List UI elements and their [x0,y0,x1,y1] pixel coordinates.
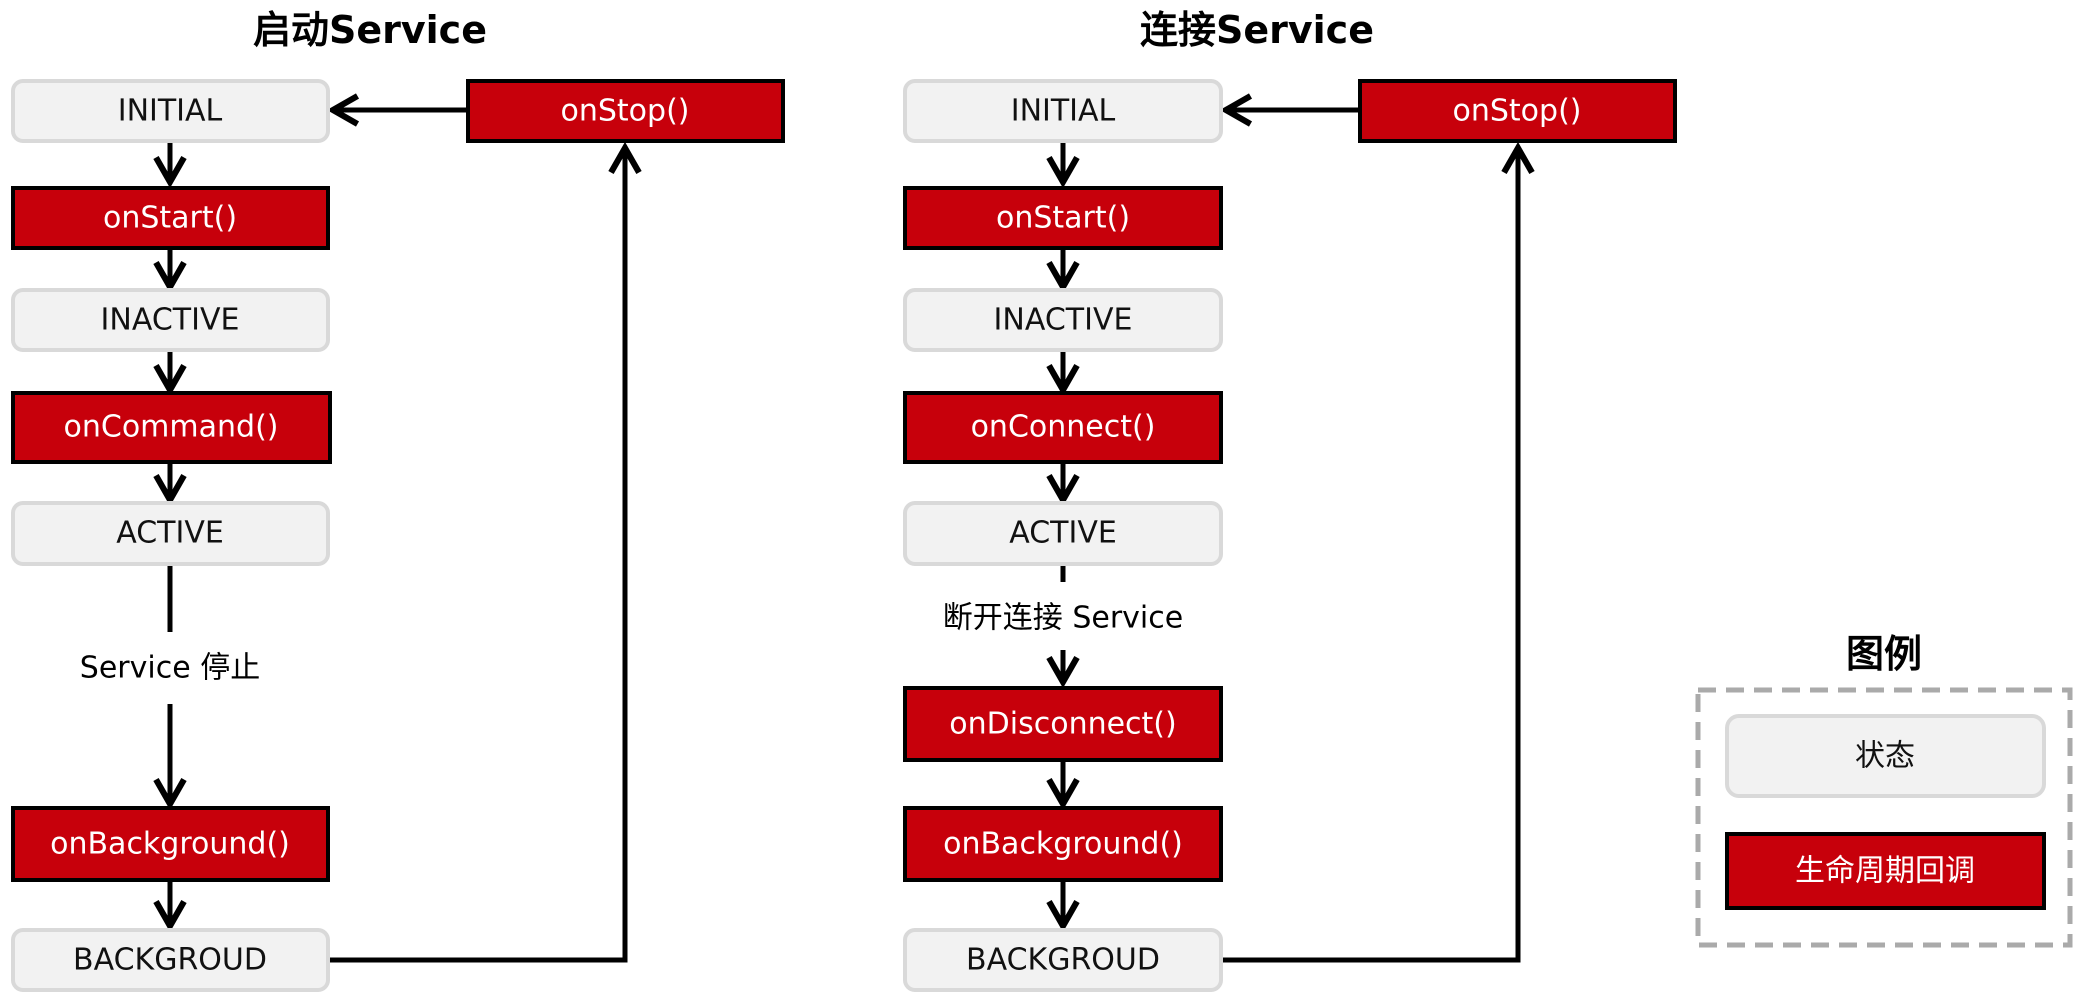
arrow-background-to-onstop [1220,141,1535,963]
callback-oncommand: onCommand() [11,391,332,464]
svg-text:INACTIVE: INACTIVE [994,303,1133,338]
legend-title: 图例 [1846,632,1922,676]
state-initial: INITIAL [903,79,1223,143]
svg-text:onCommand(): onCommand() [64,410,279,445]
legend: 图例 状态 生命周期回调 [1695,632,2073,948]
svg-text:生命周期回调: 生命周期回调 [1795,854,1975,889]
connect-service-title: 连接Service [1140,8,1374,52]
start-service-title: 启动Service [253,8,487,52]
callback-onbackground: onBackground() [903,806,1223,882]
state-inactive: INACTIVE [903,288,1223,352]
svg-text:onStart(): onStart() [996,201,1130,236]
edge-label-service-stop: Service 停止 [80,651,260,686]
svg-text:onConnect(): onConnect() [971,410,1156,445]
legend-frame [1695,687,2073,948]
svg-text:onStart(): onStart() [103,201,237,236]
svg-text:状态: 状态 [1855,739,1915,774]
callback-onstart: onStart() [11,186,330,250]
svg-text:BACKGROUD: BACKGROUD [73,943,267,978]
callback-onbackground: onBackground() [11,806,330,882]
svg-text:onBackground(): onBackground() [50,827,290,862]
svg-text:ACTIVE: ACTIVE [1009,516,1117,551]
connect-service-flow: 连接Service INITIAL onStart() INACTIVE onC… [903,8,1677,992]
start-service-flow: 启动Service INITIAL onStart() INACTIVE onC… [11,8,785,992]
callback-onstop: onStop() [466,79,785,143]
state-active: ACTIVE [903,501,1223,566]
edge-label-disconnect-service: 断开连接 Service [943,601,1183,636]
callback-onstart: onStart() [903,186,1223,250]
state-background: BACKGROUD [903,928,1223,992]
state-background: BACKGROUD [11,928,330,992]
svg-text:INITIAL: INITIAL [1011,94,1116,129]
state-active: ACTIVE [11,501,330,566]
callback-onstop: onStop() [1358,79,1677,143]
state-initial: INITIAL [11,79,330,143]
svg-text:INITIAL: INITIAL [118,94,223,129]
svg-text:INACTIVE: INACTIVE [101,303,240,338]
svg-text:ACTIVE: ACTIVE [116,516,224,551]
callback-ondisconnect: onDisconnect() [903,686,1223,762]
svg-text:onDisconnect(): onDisconnect() [949,707,1176,742]
callback-onconnect: onConnect() [903,391,1223,464]
svg-text:BACKGROUD: BACKGROUD [966,943,1160,978]
svg-text:onBackground(): onBackground() [943,827,1183,862]
svg-text:onStop(): onStop() [1453,94,1582,129]
svg-text:onStop(): onStop() [561,94,690,129]
legend-callback-swatch: 生命周期回调 [1725,832,2046,910]
legend-state-swatch: 状态 [1725,714,2046,798]
arrow-background-to-onstop [326,141,642,963]
state-inactive: INACTIVE [11,288,330,352]
